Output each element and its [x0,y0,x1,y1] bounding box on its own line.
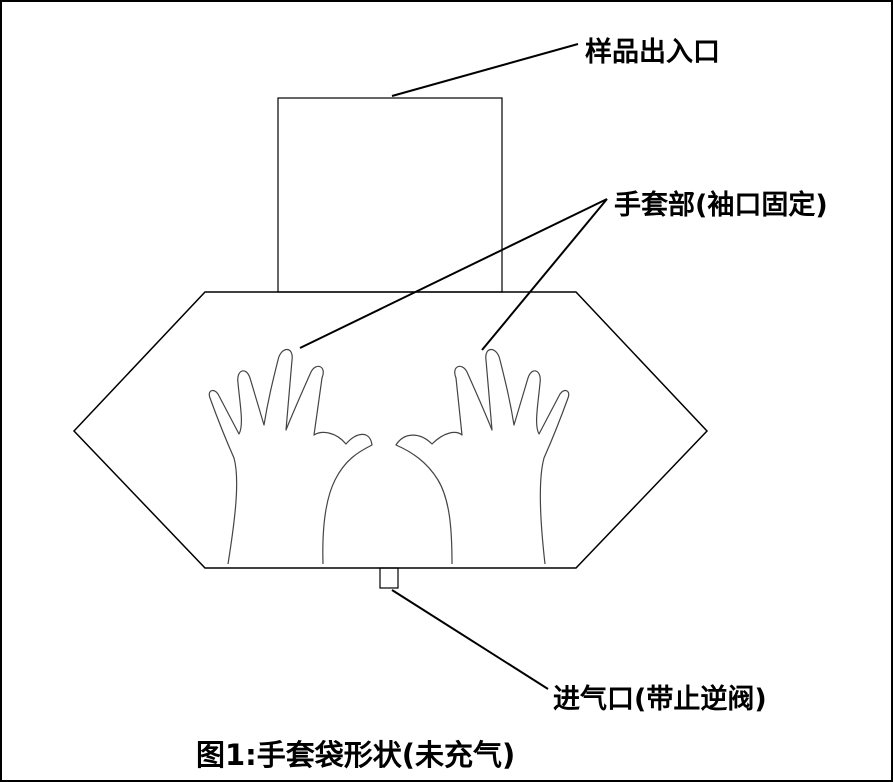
sample-port-box [277,97,503,293]
right-glove-icon [395,348,570,565]
leader-line-air-inlet [391,589,549,690]
figure-caption: 图1:手套袋形状(未充气) [196,738,516,772]
leader-line-sample-port [391,43,579,97]
air-inlet-nozzle [379,567,399,589]
bag-body-hexagon [72,291,709,569]
sample-port-label: 样品出入口 [585,37,720,68]
air-inlet-label: 进气口(带止逆阀) [553,684,767,715]
leader-line-glove-right [481,198,608,351]
leader-line-glove-left [299,198,608,349]
glove-part-label: 手套部(袖口固定) [614,190,828,221]
left-glove-icon [208,348,373,565]
